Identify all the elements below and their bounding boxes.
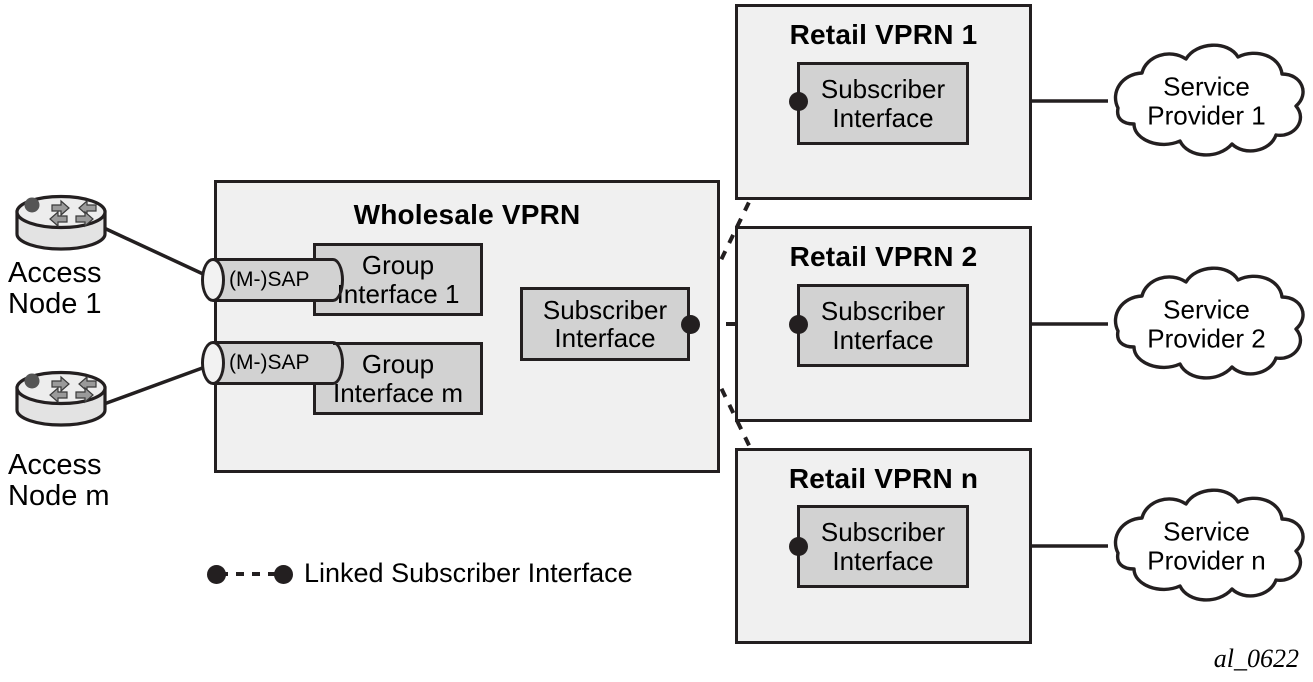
sap-1[interactable]: (M-)SAP [201, 258, 344, 302]
retail-vprn-1-subscriber-interface-box[interactable]: Subscriber Interface [797, 62, 969, 145]
sap-1-left-cap [201, 258, 225, 302]
service-provider-2-cloud[interactable]: Service Provider 2 [1104, 263, 1309, 385]
sap-2-left-cap [201, 341, 225, 385]
retail-vprn-2-title: Retail VPRN 2 [789, 241, 978, 272]
retail-vprn-1-subscriber-interface-line1: Subscriber [820, 74, 946, 105]
sap-1-label: (M-)SAP [229, 268, 310, 291]
wholesale-subscriber-interface-box[interactable]: Subscriber Interface [520, 287, 690, 361]
retail-vprn-n-subscriber-interface-line2: Interface [832, 545, 934, 576]
service-provider-1-cloud[interactable]: Service Provider 1 [1104, 40, 1309, 162]
retail-vprn-1-title: Retail VPRN 1 [789, 19, 978, 50]
retail-vprn-n-subscriber-interface-line1: Subscriber [820, 517, 946, 548]
retail-vprn-n-subscriber-interface-box[interactable]: Subscriber Interface [797, 505, 969, 588]
service-provider-2-line2: Provider 2 [1147, 323, 1266, 353]
access-node-1-router-icon [14, 192, 108, 252]
legend-dot-left [207, 565, 226, 584]
service-provider-n-line1: Service [1163, 516, 1250, 547]
access-node-m-label-line1: Access [8, 449, 102, 481]
wholesale-subscriber-interface-link-dot [681, 315, 700, 334]
sap-2-label: (M-)SAP [229, 351, 310, 374]
service-provider-n-label: Service Provider n [1104, 517, 1309, 574]
retail-vprn-2-subscriber-interface-line2: Interface [832, 324, 934, 355]
access-node-m-label: Access Node m [8, 449, 110, 513]
service-provider-1-line2: Provider 1 [1147, 100, 1266, 130]
service-provider-n-line2: Provider n [1147, 545, 1266, 575]
service-provider-2-label: Service Provider 2 [1104, 295, 1309, 352]
access-node-m-label-line2: Node m [8, 480, 110, 513]
retail-vprn-2-subscriber-interface-line1: Subscriber [820, 296, 946, 327]
legend-dot-right [274, 565, 293, 584]
sap-2[interactable]: (M-)SAP [201, 341, 344, 385]
retail-vprn-n-link-dot [789, 537, 808, 556]
group-interface-1-line2: Interface 1 [336, 278, 460, 309]
access-node-1-label-line1: Access [8, 257, 102, 289]
retail-vprn-n-panel[interactable]: Retail VPRN n [735, 448, 1032, 644]
retail-vprn-1-subscriber-interface-line2: Interface [832, 102, 934, 133]
service-provider-n-cloud[interactable]: Service Provider n [1104, 485, 1309, 607]
group-interface-m-line1: Group [361, 349, 435, 380]
figure-code: al_0622 [1213, 644, 1299, 673]
retail-vprn-1-panel[interactable]: Retail VPRN 1 [735, 4, 1032, 200]
wholesale-vprn-title: Wholesale VPRN [353, 199, 581, 230]
group-interface-1-line1: Group [361, 250, 435, 281]
service-provider-1-label: Service Provider 1 [1104, 72, 1309, 129]
group-interface-m-line2: Interface m [332, 377, 464, 408]
access-node-1-label-line2: Node 1 [8, 288, 102, 321]
service-provider-2-line1: Service [1163, 294, 1250, 325]
service-provider-1-line1: Service [1163, 71, 1250, 102]
legend-label: Linked Subscriber Interface [304, 558, 633, 588]
retail-vprn-2-subscriber-interface-box[interactable]: Subscriber Interface [797, 284, 969, 367]
wholesale-vprn-panel[interactable]: Wholesale VPRN [214, 180, 720, 473]
wholesale-subscriber-interface-line2: Interface [554, 323, 656, 353]
access-node-m-router-icon [14, 368, 108, 428]
retail-vprn-n-title: Retail VPRN n [788, 463, 979, 494]
retail-vprn-1-link-dot [789, 92, 808, 111]
access-node-1-label: Access Node 1 [8, 257, 102, 321]
wholesale-subscriber-interface-line1: Subscriber [542, 294, 668, 325]
retail-vprn-2-link-dot [789, 315, 808, 334]
